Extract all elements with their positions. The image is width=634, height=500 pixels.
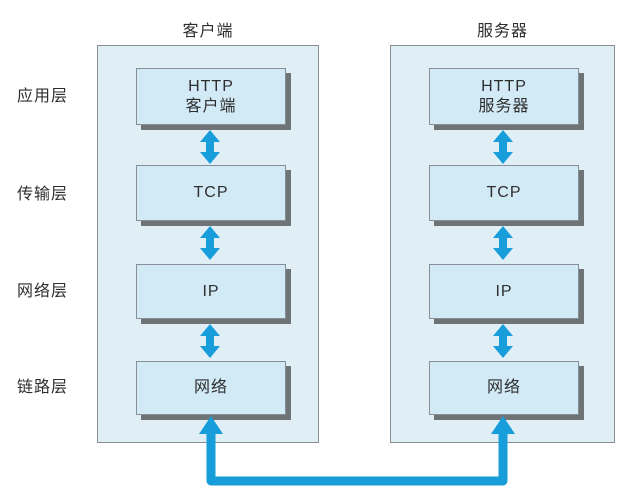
layer-label-transport: 传输层 bbox=[17, 186, 69, 203]
client-panel: HTTP 客户端 TCP IP 网络 bbox=[97, 45, 319, 443]
layer-label-application: 应用层 bbox=[17, 88, 69, 105]
double-arrow-icon bbox=[493, 130, 513, 164]
layer-label-network: 网络层 bbox=[17, 283, 69, 300]
client-box-tcp: TCP bbox=[136, 165, 286, 221]
client-box-ip: IP bbox=[136, 264, 286, 319]
client-box-network: 网络 bbox=[136, 361, 286, 415]
server-box-ip: IP bbox=[429, 264, 579, 319]
client-title: 客户端 bbox=[182, 23, 234, 40]
server-box-tcp: TCP bbox=[429, 165, 579, 221]
double-arrow-icon bbox=[493, 226, 513, 260]
server-box-network: 网络 bbox=[429, 361, 579, 415]
client-box-http: HTTP 客户端 bbox=[136, 68, 286, 125]
server-title: 服务器 bbox=[476, 23, 528, 40]
double-arrow-icon bbox=[493, 324, 513, 358]
server-box-http: HTTP 服务器 bbox=[429, 68, 579, 125]
server-panel: HTTP 服务器 TCP IP 网络 bbox=[390, 45, 615, 443]
double-arrow-icon bbox=[200, 324, 220, 358]
layer-label-link: 链路层 bbox=[17, 379, 69, 396]
double-arrow-icon bbox=[200, 226, 220, 260]
double-arrow-icon bbox=[200, 130, 220, 164]
